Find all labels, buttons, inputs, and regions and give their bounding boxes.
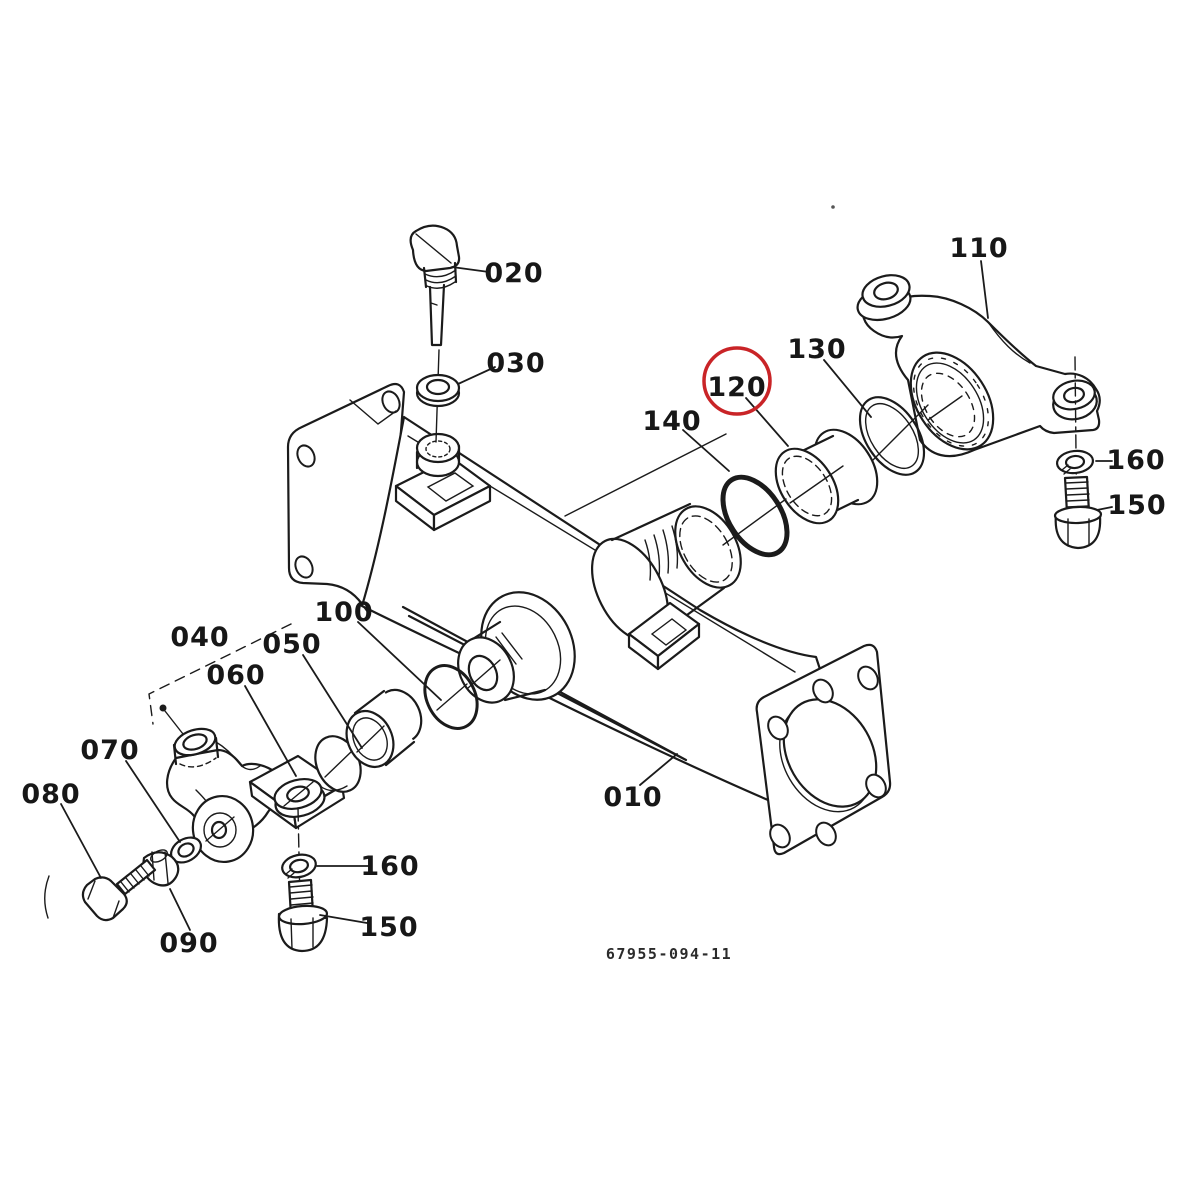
o-ring-130 [858, 396, 929, 476]
spring-washer-070 [169, 836, 203, 864]
dipstick-and-washer [409, 224, 461, 443]
part-label-150-right: 150 [1107, 490, 1166, 521]
part-label-150-left: 150 [359, 912, 418, 943]
axle-case-housing [286, 382, 892, 856]
spring-washer-160-left [281, 853, 317, 879]
nut-090 [142, 849, 180, 887]
filler-neck [415, 432, 461, 478]
part-label-070: 070 [80, 735, 139, 766]
assembly-leader-dashed [148, 623, 292, 725]
part-label-140: 140 [642, 406, 701, 437]
rear-bracket-group [720, 274, 1103, 558]
dipstick [409, 224, 461, 347]
part-label-080: 080 [21, 779, 80, 810]
drawing-number: 67955-094-11 [606, 945, 732, 963]
bolt-150-left [277, 878, 329, 953]
part-label-160-right: 160 [1106, 445, 1165, 476]
bushing-050 [345, 688, 423, 768]
part-labels: 020 030 110 130 120 140 160 150 100 040 … [21, 233, 1166, 959]
part-label-110: 110 [949, 233, 1008, 264]
bolt-150-right [1053, 475, 1103, 550]
part-label-120: 120 [707, 372, 766, 403]
o-ring-140 [720, 474, 790, 558]
front-bracket-group [81, 623, 479, 953]
part-label-060: 060 [206, 660, 265, 691]
rear-support-bracket [856, 274, 1101, 458]
part-label-130: 130 [787, 334, 846, 365]
part-label-090: 090 [159, 928, 218, 959]
cast-pad-right [627, 601, 701, 671]
part-label-030: 030 [486, 348, 545, 379]
leader-lines [60, 260, 1113, 931]
bushing-120 [774, 428, 879, 525]
assembly-leader-dot [159, 704, 167, 712]
highlight-circle [702, 346, 772, 416]
part-label-020: 020 [484, 258, 543, 289]
dipstick-washer [415, 373, 461, 408]
o-ring-100 [423, 664, 479, 730]
part-label-040: 040 [170, 622, 229, 653]
part-label-010: 010 [603, 782, 662, 813]
part-label-050: 050 [262, 629, 321, 660]
bolt-080 [81, 858, 157, 922]
scan-edge-mark [44, 875, 50, 919]
scan-speck [831, 205, 835, 209]
part-label-100: 100 [314, 597, 373, 628]
part-label-160-left: 160 [360, 851, 419, 882]
spring-washer-160-right [1055, 449, 1095, 475]
